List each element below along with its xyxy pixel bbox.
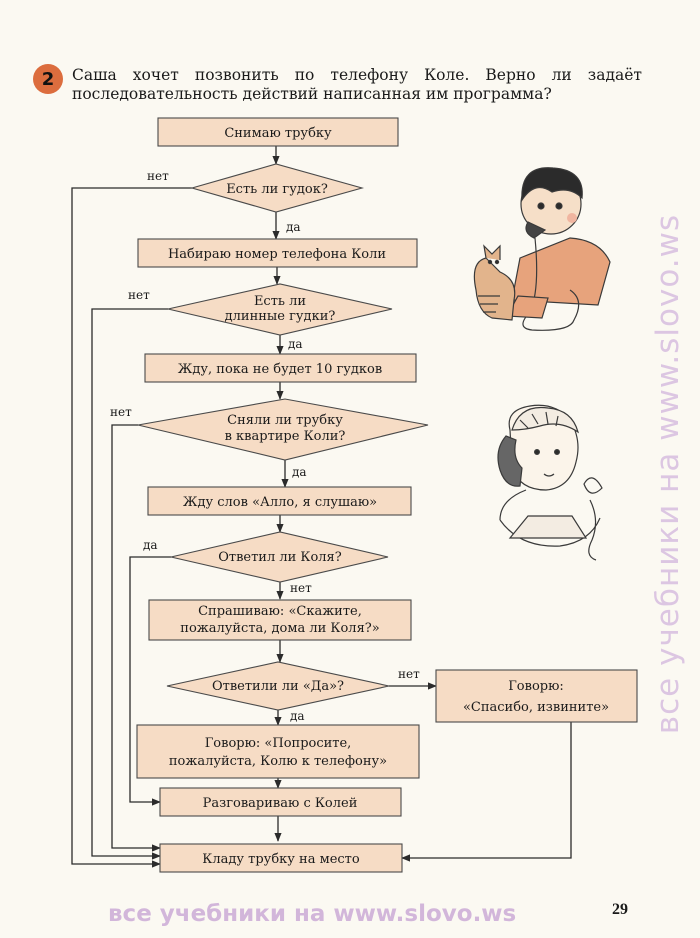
step-wait-hello: Жду слов «Алло, я слушаю» (183, 495, 377, 510)
decision-yes-text: Ответили ли «Да»? (212, 679, 344, 694)
decision-yes (166, 661, 390, 711)
step-wait-hello-box (147, 486, 412, 516)
step-talk-box (159, 787, 402, 817)
decision-long-tones-line2: длинные гудки? (225, 309, 336, 324)
step-dial: Набираю номер телефона Коли (168, 247, 386, 262)
label-yes-answered: да (292, 465, 307, 479)
step-request-line2: пожалуйста, Колю к телефону» (169, 754, 387, 769)
step-request-box (136, 724, 420, 779)
page-number: 29 (612, 901, 628, 918)
step-talk: Разговариваю с Колей (203, 796, 358, 811)
side-watermark: все учебники на www.slovo.ws (650, 213, 686, 735)
label-no-answered: нет (110, 405, 132, 419)
label-yes-dial-tone: да (286, 220, 301, 234)
boy-on-phone-icon (497, 404, 603, 561)
step-wait-box (144, 353, 417, 383)
step-wait: Жду, пока не будет 10 гудков (178, 362, 382, 377)
step-sorry-box (435, 669, 638, 723)
decision-kolya-text: Ответил ли Коля? (218, 550, 342, 565)
flowchart-connectors (71, 146, 572, 868)
label-yes-long-tones: да (288, 337, 303, 351)
step-hang-up-box (159, 843, 403, 873)
label-yes-kolya: да (143, 538, 158, 552)
decision-dial-tone-text: Есть ли гудок? (226, 182, 328, 197)
step-ask-box (148, 599, 412, 641)
step-ask-line2: пожалуйста, дома ли Коля?» (180, 621, 379, 636)
step-request-line1: Говорю: «Попросите, (205, 736, 352, 751)
step-sorry-line2: «Спасибо, извините» (463, 700, 609, 715)
label-no-yes-q: нет (398, 667, 420, 681)
decision-long-tones (167, 283, 393, 336)
decision-dial-tone (189, 163, 365, 213)
decision-answered-line1: Сняли ли трубку (227, 413, 343, 428)
label-no-kolya: нет (290, 581, 312, 595)
step-pick-up-box (157, 117, 399, 147)
decision-long-tones-line1: Есть ли (254, 294, 306, 309)
step-hang-up: Кладу трубку на место (202, 852, 360, 867)
step-pick-up: Снимаю трубку (224, 126, 332, 141)
decision-kolya (170, 531, 389, 583)
task-number-badge: 2 (33, 64, 63, 94)
label-no-dial-tone: нет (147, 169, 169, 183)
step-ask-line1: Спрашиваю: «Скажите, (198, 604, 362, 619)
decision-answered-line2: в квартире Коли? (225, 429, 346, 444)
bottom-watermark: все учебники на www.slovo.ws (108, 901, 517, 927)
step-dial-box (137, 238, 418, 268)
boy-on-phone-with-cat-icon (473, 167, 611, 331)
step-sorry-line1: Говорю: (508, 679, 564, 694)
task-question: Саша хочет позвонить по телефону Коле. В… (72, 66, 642, 103)
decision-answered (137, 398, 429, 461)
label-yes-yes-q: да (290, 709, 305, 723)
label-no-long-tones: нет (128, 288, 150, 302)
